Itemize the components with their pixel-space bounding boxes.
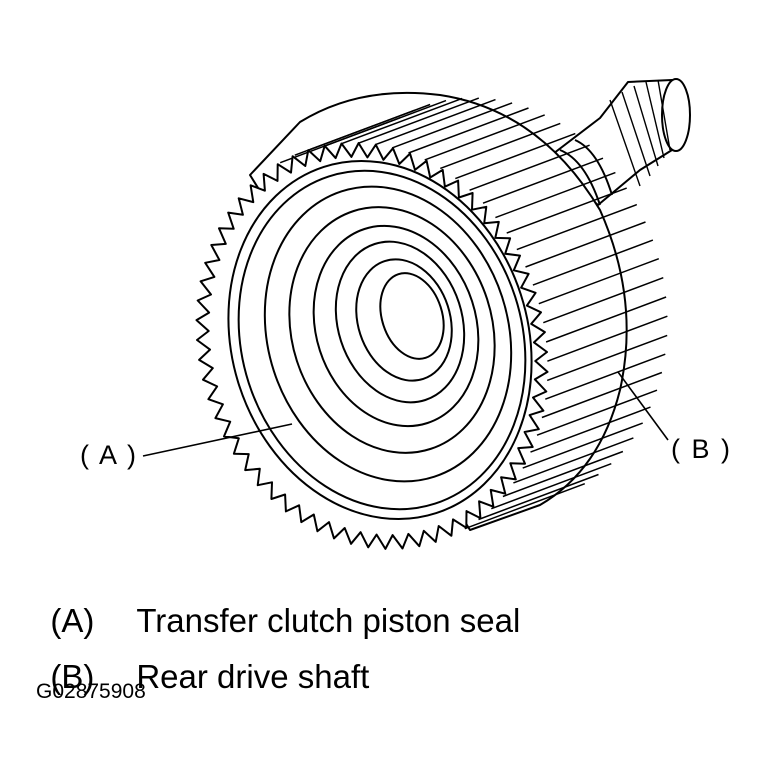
leader-line-a: [142, 423, 293, 457]
spline-line: [309, 103, 431, 151]
spline-line: [478, 473, 599, 521]
spline-line: [545, 353, 666, 400]
drum-splines: [279, 97, 668, 530]
spline-line: [543, 276, 664, 324]
spline-line: [469, 144, 590, 191]
legend-code: (A): [50, 602, 95, 639]
spline-line: [541, 371, 663, 419]
legend-text: Rear drive shaft: [136, 658, 370, 695]
legend-text: Transfer clutch piston seal: [136, 602, 521, 639]
spline-line: [491, 462, 612, 510]
spline-line: [341, 97, 463, 145]
spline-line: [506, 187, 627, 234]
clutch-drum-illustration: [142, 78, 691, 550]
spline-line: [547, 315, 668, 362]
legend-code: (B): [50, 658, 95, 695]
figure-id: G02875908: [36, 680, 146, 703]
spline-line: [516, 203, 638, 251]
legend-row-a: (A) Transfer clutch piston seal: [32, 564, 520, 640]
spline-line: [440, 122, 561, 170]
spline-line: [530, 406, 651, 453]
spline-line: [358, 97, 480, 144]
piston-seal: [237, 169, 527, 511]
callout-label-b: ( B ): [671, 434, 732, 464]
spline-line: [325, 99, 447, 147]
spline-line: [464, 482, 586, 530]
drum-front-face: [195, 142, 549, 550]
spline-line: [532, 239, 654, 286]
spline-line: [391, 102, 513, 149]
spline-line: [408, 107, 529, 154]
spline-line: [482, 157, 604, 204]
rear-drive-shaft: [544, 78, 691, 206]
spline-line: [455, 132, 576, 180]
spline-line: [495, 171, 616, 219]
spline-line: [502, 450, 624, 498]
callout-label-a: ( A ): [80, 440, 139, 470]
spline-line: [513, 437, 634, 484]
spline-line: [522, 422, 643, 469]
spline-line: [538, 257, 660, 305]
spline-line: [545, 296, 667, 343]
spline-line: [375, 98, 496, 146]
legend-row-b: (B) Rear drive shaft: [32, 620, 369, 696]
spline-line: [525, 221, 646, 268]
leader-line-b: [617, 371, 669, 441]
spline-line: [546, 334, 668, 382]
spline-line: [424, 114, 545, 161]
